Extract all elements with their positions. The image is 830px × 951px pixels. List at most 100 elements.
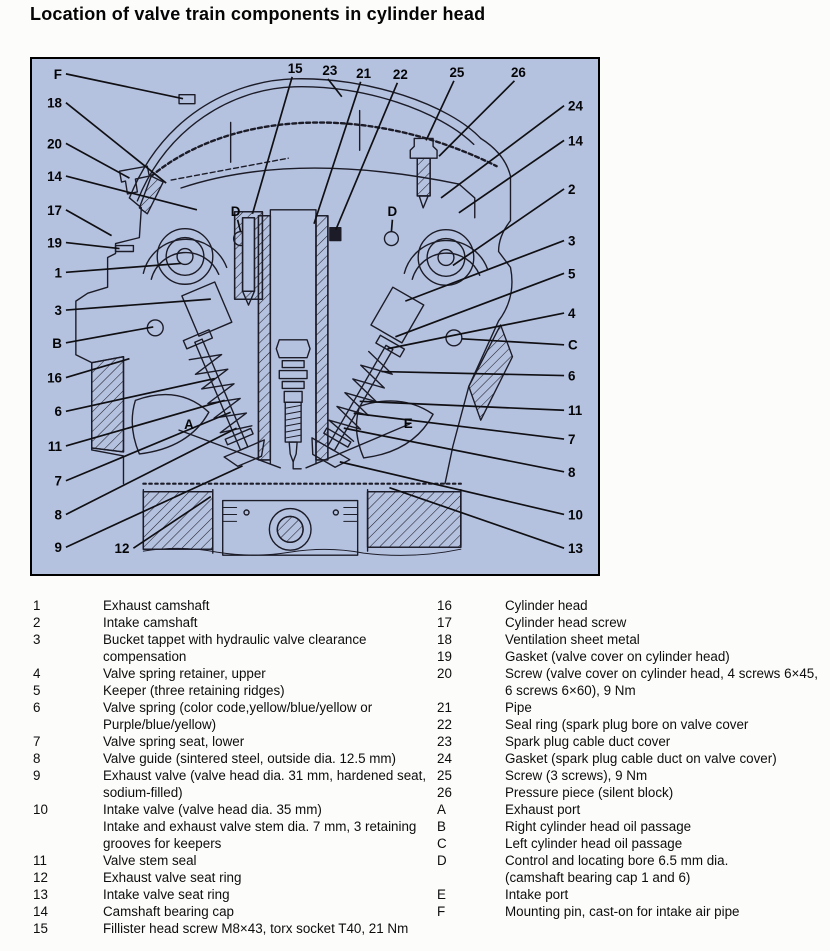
- legend-ref: 17: [437, 615, 452, 630]
- callout-label-17-4: 17: [47, 203, 62, 218]
- intake-port: [355, 400, 434, 459]
- callout-label-22-19: 22: [393, 67, 408, 82]
- leader-line-14-23: [458, 139, 565, 214]
- legend-ref: 1: [33, 598, 41, 613]
- legend-desc: Right cylinder head oil passage: [505, 819, 692, 834]
- legend-desc: Valve guide (sintered steel, outside dia…: [103, 751, 397, 766]
- valve-cover-screw: [118, 165, 150, 195]
- seal-ring: [329, 226, 342, 242]
- leader-line-1-6: [65, 262, 182, 274]
- legend-ref: 24: [437, 751, 452, 766]
- leader-line-2-24: [452, 188, 565, 267]
- legend-ref: 3: [33, 632, 41, 647]
- legend-desc: Fillister head screw M8×43, torx socket …: [103, 921, 409, 936]
- legend-ref: 12: [33, 870, 48, 885]
- leader-line-8-32: [343, 427, 565, 473]
- legend-desc: Intake port: [505, 887, 569, 902]
- leader-line-b-8: [65, 326, 154, 344]
- leader-line-11-11: [65, 399, 225, 447]
- callout-label-7-31: 7: [568, 432, 575, 447]
- legend-ref: 2: [33, 615, 41, 630]
- callout-label-10-33: 10: [568, 507, 583, 522]
- callout-label-26-21: 26: [511, 65, 526, 80]
- cylinder-head-cross-section: F182014171913B16611789121523212225262414…: [47, 61, 583, 556]
- legend-desc: Exhaust valve (valve head dia. 31 mm, ha…: [103, 768, 427, 800]
- legend-desc: Control and locating bore 6.5 mm dia. (c…: [505, 853, 729, 885]
- bucket-tappet-left: [181, 281, 233, 337]
- piston-pin-bore: [268, 507, 312, 551]
- callout-label-21-18: 21: [356, 66, 371, 81]
- legend-ref: A: [437, 802, 446, 817]
- callout-label-c-28: C: [568, 338, 578, 353]
- legend-desc: Left cylinder head oil passage: [505, 836, 683, 851]
- legend-ref: F: [437, 904, 446, 919]
- legend-ref: 6: [33, 700, 41, 715]
- legend-ref: E: [437, 887, 446, 902]
- spark-plug-duct-cover-line: [150, 121, 498, 178]
- legend-ref: D: [437, 853, 447, 868]
- leader-line-10-33: [339, 461, 565, 516]
- leader-line-c-28: [461, 337, 565, 346]
- legend-ref: 23: [437, 734, 452, 749]
- callout-label-23-17: 23: [322, 63, 337, 78]
- leader-line-21-18: [313, 81, 362, 224]
- legend-ref: 13: [33, 887, 48, 902]
- leader-line-14-3: [65, 175, 198, 211]
- leader-line-20-2: [65, 142, 130, 179]
- legend-ref: 25: [437, 768, 452, 783]
- legend-ref: 5: [33, 683, 41, 698]
- callout-label-11-11: 11: [48, 439, 63, 454]
- legend-item-a: A Exhaust port: [437, 801, 827, 818]
- leader-line-23-17: [327, 78, 343, 98]
- piston: [222, 499, 359, 556]
- legend-desc: Pressure piece (silent block): [505, 785, 674, 800]
- callout-label-d-35: D: [231, 204, 241, 219]
- legend-ref: 15: [33, 921, 48, 936]
- callout-label-16-9: 16: [47, 370, 62, 385]
- legend-ref: 10: [33, 802, 48, 817]
- callout-label-a-37: A: [184, 417, 194, 432]
- leader-line-17-4: [65, 209, 112, 237]
- legend-desc: Exhaust port: [505, 802, 581, 817]
- callout-label-6-10: 6: [55, 404, 62, 419]
- legend-ref: C: [437, 836, 447, 851]
- callout-label-19-5: 19: [47, 236, 62, 251]
- legend-ref: 21: [437, 700, 452, 715]
- callout-label-2-24: 2: [568, 182, 575, 197]
- callout-label-15-16: 15: [288, 61, 303, 76]
- callout-label-d-36: D: [388, 204, 398, 219]
- leader-line-15-16: [251, 76, 293, 215]
- leader-line-13-34: [389, 486, 565, 549]
- leader-line-12-15: [132, 495, 212, 549]
- legend-desc: Valve spring retainer, upper: [103, 666, 266, 681]
- callout-label-25-20: 25: [449, 65, 464, 80]
- callout-label-3-7: 3: [55, 303, 62, 318]
- legend-item-15: 15 Fillister head screw M8×43, torx socke…: [33, 920, 437, 937]
- legend-desc: Valve spring seat, lower: [103, 734, 245, 749]
- legend-desc: Screw (3 screws), 9 Nm: [505, 768, 648, 783]
- leader-line-9-14: [65, 465, 243, 548]
- legend-ref: 14: [33, 904, 48, 919]
- legend-desc: Spark plug cable duct cover: [505, 734, 671, 749]
- legend-ref: 4: [33, 666, 41, 681]
- leader-line-18-1: [65, 102, 167, 184]
- bucket-tappet-right: [370, 286, 425, 344]
- spark-plug: [275, 339, 311, 470]
- oil-passage-left: [445, 329, 463, 347]
